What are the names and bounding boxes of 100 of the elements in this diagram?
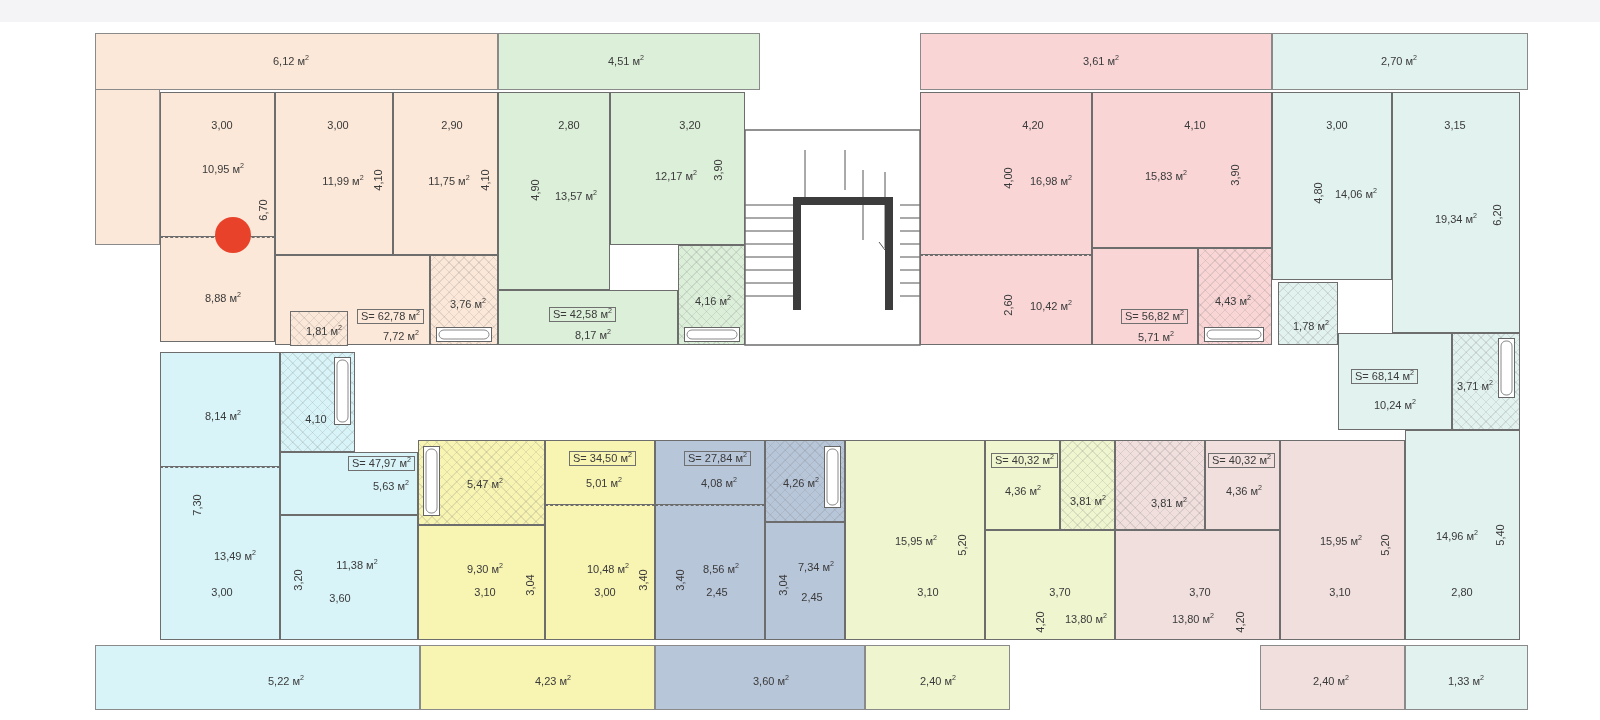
area-label: 13,80 м$^{2}$ [1171, 613, 1215, 625]
room-area [610, 92, 745, 245]
dimension-label: 4,10 [479, 169, 491, 191]
balcony-area [1405, 645, 1528, 710]
area-badge: S= 40,32 м$^{2}$ [991, 453, 1058, 468]
area-label: 5,71 м$^{2}$ [1138, 331, 1174, 343]
area-label: 10,48 м$^{2}$ [586, 563, 630, 575]
dimension-label: 3,70 [1189, 586, 1211, 598]
dimension-label: 2,45 [706, 586, 728, 598]
area-label: 13,57 м$^{2}$ [554, 190, 598, 202]
area-label: 3,81 м$^{2}$ [1151, 497, 1187, 509]
dimension-label: 6,70 [257, 199, 269, 221]
area-label: 12,17 м$^{2}$ [654, 170, 698, 182]
area-badge: S= 62,78 м$^{2}$ [357, 309, 424, 324]
bathroom-area [290, 311, 348, 346]
dimension-label: 3,00 [211, 586, 233, 598]
area-label: 4,26 м$^{2}$ [783, 477, 819, 489]
area-label: 4,36 м$^{2}$ [1005, 485, 1041, 497]
area-label: 2,40 м$^{2}$ [1313, 675, 1349, 687]
dimension-label: 4,90 [529, 179, 541, 201]
dimension-label: 3,70 [1049, 586, 1071, 598]
area-label: 3,61 м$^{2}$ [1083, 55, 1119, 67]
dimension-label: 3,04 [524, 574, 536, 596]
area-label: 11,75 м$^{2}$ [428, 175, 470, 187]
room-area [160, 352, 280, 467]
area-label: 6,12 м$^{2}$ [273, 55, 309, 67]
dimension-label: 3,10 [917, 586, 939, 598]
bathroom-area [1060, 440, 1115, 530]
balcony-area [95, 89, 160, 245]
area-label: 3,76 м$^{2}$ [450, 298, 486, 310]
room-area [1092, 92, 1272, 248]
room-area [1092, 248, 1198, 345]
area-label: 4,36 м$^{2}$ [1226, 485, 1262, 497]
dimension-label: 3,20 [292, 569, 304, 591]
dimension-label: 3,00 [327, 119, 349, 131]
room-area [498, 290, 678, 345]
room-area [160, 92, 275, 237]
dimension-label: 3,90 [1229, 164, 1241, 186]
area-label: 5,63 м$^{2}$ [373, 480, 409, 492]
room-area [1272, 92, 1392, 280]
room-area [545, 505, 655, 640]
dimension-label: 3,60 [329, 592, 351, 604]
area-badge: S= 34,50 м$^{2}$ [569, 451, 636, 466]
room-area [275, 255, 430, 345]
dimension-label: 3,90 [712, 159, 724, 181]
area-label: 2,40 м$^{2}$ [920, 675, 956, 687]
area-label: 2,70 м$^{2}$ [1381, 55, 1417, 67]
area-label: 19,34 м$^{2}$ [1434, 213, 1478, 225]
room-area [1405, 430, 1520, 640]
room-area [920, 92, 1092, 255]
balcony-area [655, 645, 865, 710]
area-badge: S= 68,14 м$^{2}$ [1351, 369, 1418, 384]
dimension-label: 4,20 [1234, 611, 1246, 633]
dimension-label: 7,30 [191, 494, 203, 516]
area-label: 15,95 м$^{2}$ [1319, 535, 1363, 547]
dimension-label: 4,10 [1184, 119, 1206, 131]
area-label: 10,24 м$^{2}$ [1373, 399, 1417, 411]
area-label: 11,38 м$^{2}$ [336, 559, 378, 571]
area-label: 8,56 м$^{2}$ [703, 563, 739, 575]
area-label: 4,10 [305, 413, 327, 425]
area-label: 15,95 м$^{2}$ [894, 535, 938, 547]
dimension-label: 5,20 [1379, 534, 1391, 556]
area-label: 11,99 м$^{2}$ [322, 175, 364, 187]
area-label: 13,80 м$^{2}$ [1064, 613, 1108, 625]
area-label: 4,43 м$^{2}$ [1215, 295, 1251, 307]
dimension-label: 4,00 [1002, 167, 1014, 189]
area-label: 3,60 м$^{2}$ [753, 675, 789, 687]
area-label: 8,88 м$^{2}$ [205, 292, 241, 304]
room-area [545, 440, 655, 505]
room-area [1280, 440, 1405, 640]
area-label: 4,51 м$^{2}$ [608, 55, 644, 67]
room-area [1338, 333, 1452, 430]
area-label: 14,06 м$^{2}$ [1334, 188, 1378, 200]
room-area [655, 440, 765, 505]
bathroom-area [418, 440, 545, 525]
area-badge: S= 40,32 м$^{2}$ [1208, 453, 1275, 468]
balcony-area [95, 33, 498, 90]
area-badge: S= 42,58 м$^{2}$ [549, 307, 616, 322]
area-label: 7,34 м$^{2}$ [798, 561, 834, 573]
balcony-area [95, 645, 420, 710]
dimension-label: 2,60 [1002, 294, 1014, 316]
bathroom-area [1278, 282, 1338, 345]
balcony-area [1260, 645, 1405, 710]
area-label: 15,83 м$^{2}$ [1144, 170, 1188, 182]
area-label: 10,42 м$^{2}$ [1029, 300, 1073, 312]
dimension-label: 2,45 [801, 591, 823, 603]
balcony-area [920, 33, 1272, 90]
area-badge: S= 56,82 м$^{2}$ [1121, 309, 1188, 324]
room-area [655, 505, 765, 640]
balcony-area [1272, 33, 1528, 90]
area-label: 4,16 м$^{2}$ [695, 295, 731, 307]
dimension-label: 3,00 [594, 586, 616, 598]
dimension-label: 4,80 [1312, 182, 1324, 204]
area-label: 4,23 м$^{2}$ [535, 675, 571, 687]
dimension-label: 4,10 [372, 169, 384, 191]
area-label: 3,81 м$^{2}$ [1070, 495, 1106, 507]
dimension-label: 3,00 [211, 119, 233, 131]
area-label: 8,17 м$^{2}$ [575, 329, 611, 341]
area-badge: S= 27,84 м$^{2}$ [684, 451, 751, 466]
dimension-label: 3,40 [674, 569, 686, 591]
